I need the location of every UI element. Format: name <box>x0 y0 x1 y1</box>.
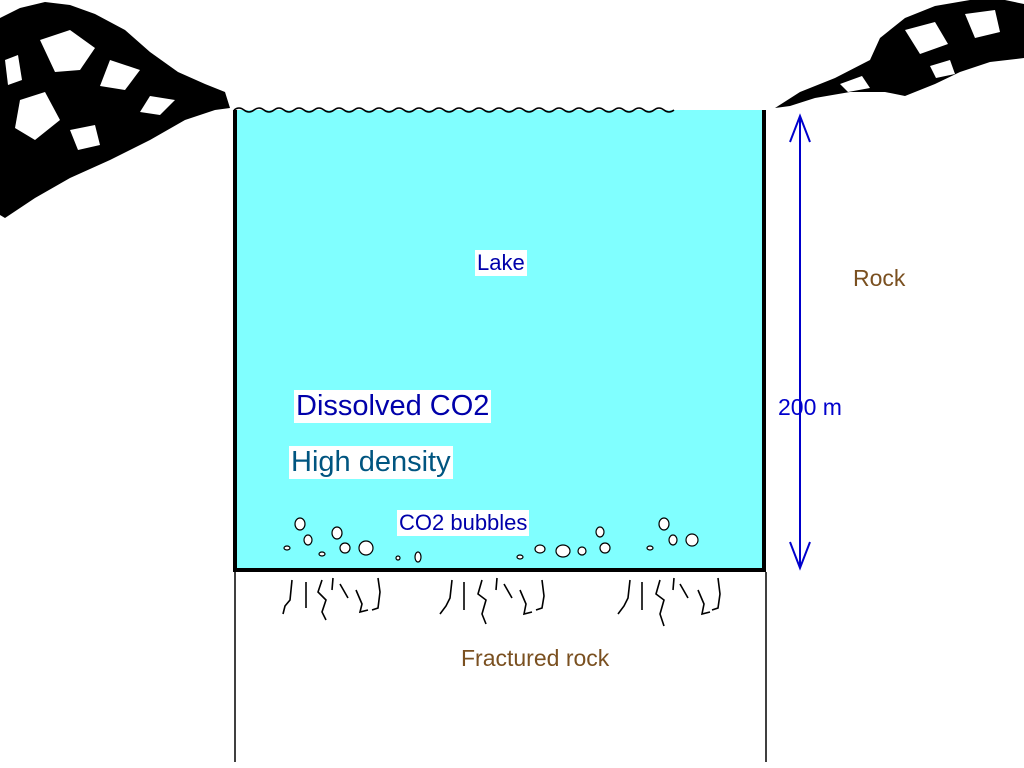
lake-label: Lake <box>475 250 527 276</box>
right-rock-outcrop <box>775 0 1024 108</box>
depth-arrow <box>789 113 811 571</box>
high-density-label: High density <box>289 446 453 479</box>
depth-label: 200 m <box>778 394 842 420</box>
water-surface <box>233 107 675 113</box>
lake-water <box>234 110 764 570</box>
rock-label: Rock <box>853 265 906 291</box>
left-rock-outcrop <box>0 2 230 218</box>
dissolved-co2-label: Dissolved CO2 <box>294 390 492 423</box>
co2-bubbles <box>283 517 699 563</box>
rock-fractures <box>282 577 721 627</box>
co2-bubbles-label: CO2 bubbles <box>397 510 530 536</box>
fractured-rock-label: Fractured rock <box>461 645 610 671</box>
